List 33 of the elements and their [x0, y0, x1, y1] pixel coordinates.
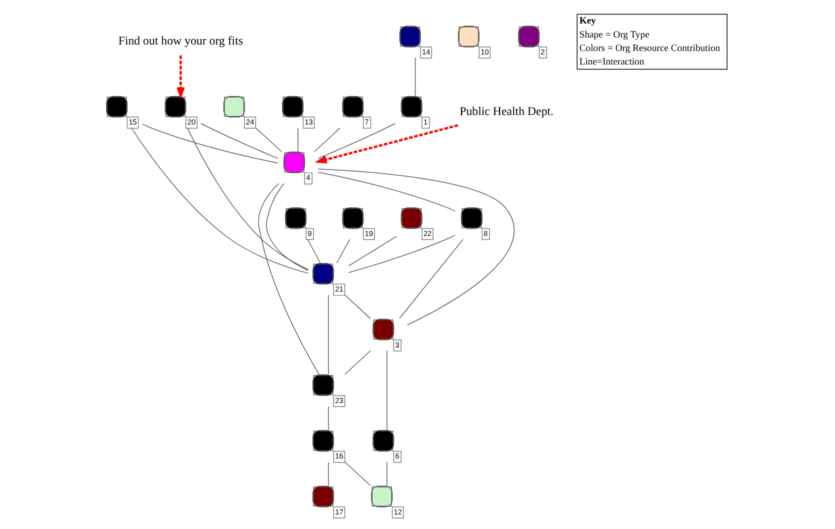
- connector: [131, 128, 309, 274]
- connector: [200, 123, 278, 159]
- connector: [328, 462, 329, 486]
- connector: [142, 124, 278, 164]
- connector: [348, 236, 398, 266]
- connector: [187, 128, 309, 270]
- connector: [344, 462, 371, 486]
- arrow: [314, 124, 458, 164]
- label: Shape = Org Type: [579, 30, 650, 41]
- connector: [328, 406, 329, 430]
- label: Line=Interaction: [579, 56, 644, 68]
- connector: [307, 239, 321, 264]
- connector: [318, 172, 456, 212]
- connector: [314, 128, 340, 152]
- label: Colors = Org Resource Contribution: [579, 42, 720, 54]
- connector: [386, 350, 388, 430]
- connector: [258, 183, 320, 375]
- node-text: Public Health Dept.: [460, 104, 554, 118]
- connector: [336, 239, 350, 264]
- connector: [328, 294, 329, 374]
- connector: [399, 238, 464, 319]
- connector: [318, 168, 514, 326]
- node-text: Find out how your org fits: [118, 34, 243, 48]
- connector: [344, 350, 371, 375]
- label: Key: [579, 16, 596, 27]
- arrow: [176, 55, 185, 100]
- connector: [348, 234, 456, 274]
- connector: [344, 294, 371, 320]
- connector: [266, 183, 308, 271]
- connector: [256, 128, 282, 152]
- connector: [414, 57, 416, 96]
- connector: [386, 462, 388, 486]
- connector: [318, 123, 396, 159]
